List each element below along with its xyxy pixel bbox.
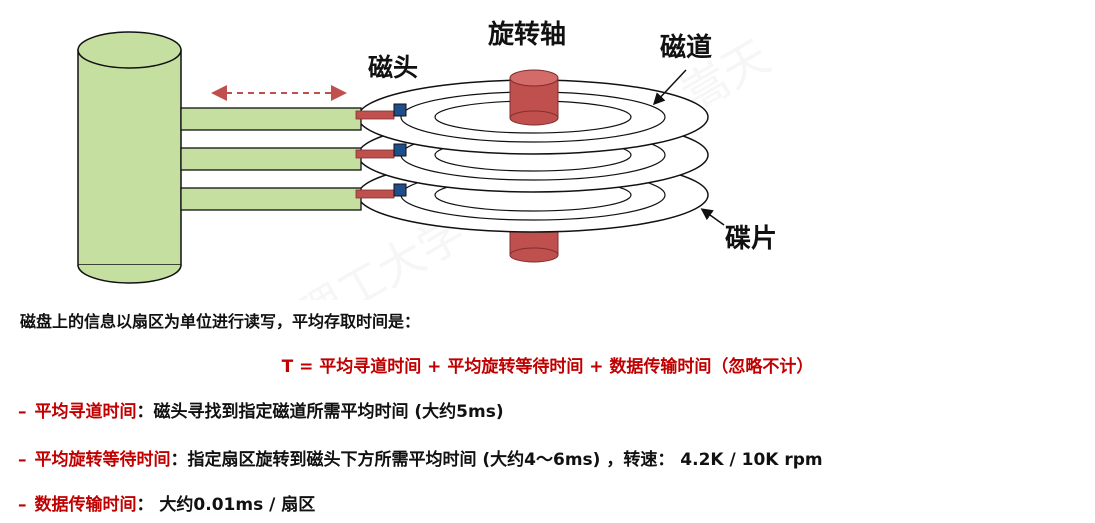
- spindle-bottom: [509, 229, 559, 263]
- list-dash: –: [18, 450, 27, 470]
- list-item-seek-time: –平均寻道时间：磁头寻找到指定磁道所需平均时间 (大约5ms): [18, 404, 1095, 421]
- seek-time-description: ：磁头寻找到指定磁道所需平均时间 (大约5ms): [136, 402, 504, 422]
- spindle-label: 旋转轴: [488, 20, 566, 50]
- track-pointer: [652, 69, 687, 106]
- platter-pointer: [700, 208, 725, 226]
- term-rotation-time: 平均旋转等待时间: [34, 450, 171, 470]
- arm-middle: [180, 143, 407, 171]
- formula-text: T = 平均寻道时间 + 平均旋转等待时间 + 数据传输时间（忽略不计）: [281, 357, 814, 377]
- disk-diagram: 北京理工大学 计算机系统 嵩天: [77, 20, 778, 284]
- arm-top: [180, 103, 407, 131]
- actuator-cylinder: [77, 31, 182, 284]
- list-dash: –: [18, 402, 27, 422]
- head-label: 磁头: [368, 53, 418, 82]
- track-label: 磁道: [660, 32, 712, 63]
- term-transfer-time: 数据传输时间: [34, 495, 137, 515]
- list-item-transfer-time: –数据传输时间： 大约0.01ms / 扇区: [18, 497, 1095, 514]
- transfer-time-description: ： 大约0.01ms / 扇区: [136, 495, 316, 515]
- platter-label: 碟片: [725, 224, 777, 254]
- term-seek-time: 平均寻道时间: [34, 402, 137, 422]
- intro-text: 磁盘上的信息以扇区为单位进行读写，平均存取时间是：: [20, 312, 421, 331]
- arm-bottom: [180, 183, 407, 211]
- list-item-rotation-time: –平均旋转等待时间：指定扇区旋转到磁头下方所需平均时间 (大约4～6ms) ，转…: [18, 452, 1095, 469]
- list-dash: –: [18, 495, 27, 515]
- rotation-time-description: ：指定扇区旋转到磁头下方所需平均时间 (大约4～6ms) ，转速： 4.2K /…: [170, 450, 823, 470]
- spindle-top: [509, 69, 559, 126]
